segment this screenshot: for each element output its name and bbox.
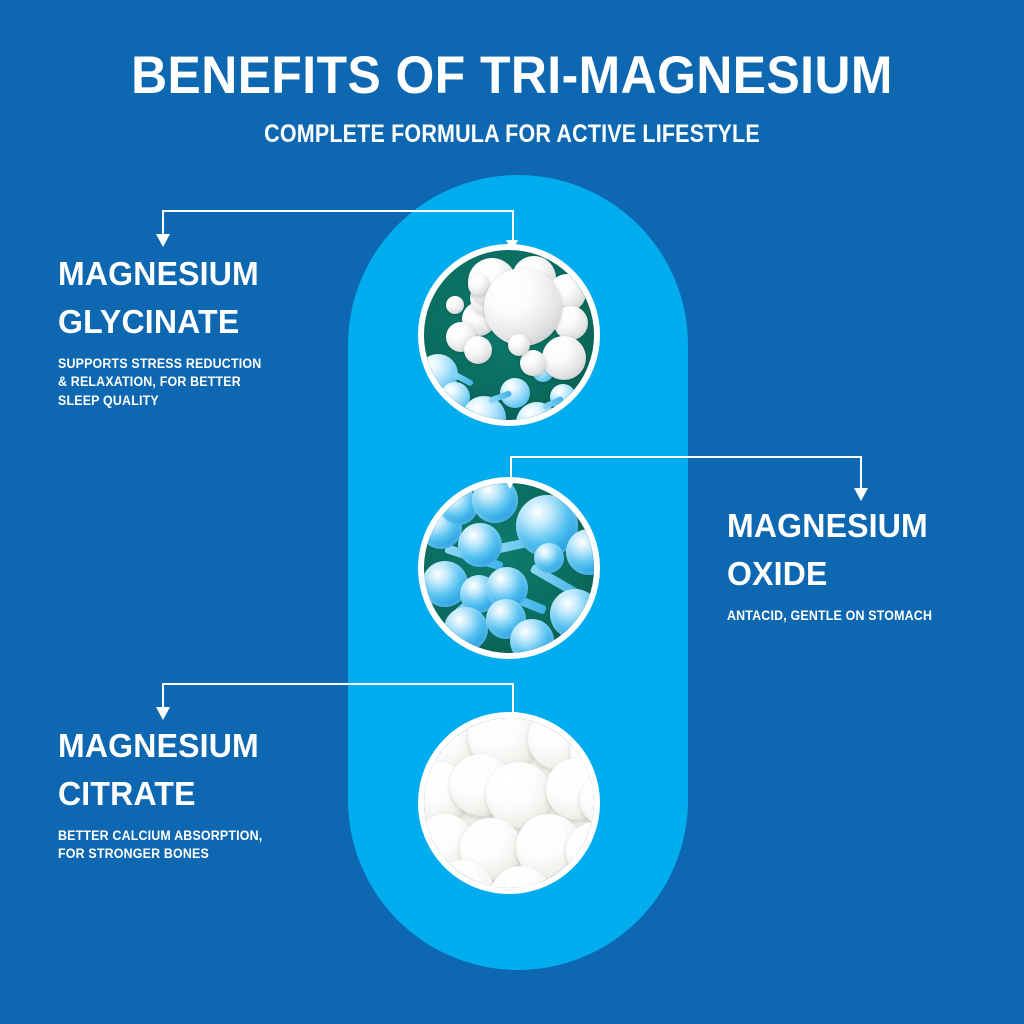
connector-horizontal [162,210,514,212]
arrow-down-icon [156,707,170,720]
connector-vertical-left [510,456,512,484]
arrow-down-icon [854,488,868,501]
ingredient-name-line2: GLYCINATE [58,302,240,340]
arrow-down-icon [506,712,518,723]
connector-vertical-left [162,210,164,238]
oxide-photo [424,483,594,653]
ingredient-description: SUPPORTS STRESS REDUCTION & RELAXATION, … [58,355,262,408]
callout-glycinate: MAGNESIUM GLYCINATE SUPPORTS STRESS REDU… [58,250,279,411]
ingredient-image-glycinate [418,244,600,426]
ingredient-name-line2: OXIDE [727,554,828,592]
ingredient-description: ANTACID, GENTLE ON STOMACH [727,607,933,623]
connector-vertical-right [512,210,514,248]
page-title: BENEFITS OF TRI-MAGNESIUM [131,46,893,105]
connector-horizontal [162,683,514,685]
page-subtitle: COMPLETE FORMULA FOR ACTIVE LIFESTYLE [264,120,760,148]
callout-oxide: MAGNESIUM OXIDE ANTACID, GENTLE ON STOMA… [727,502,950,625]
ingredient-name-line2: CITRATE [58,774,196,812]
callout-citrate: MAGNESIUM CITRATE BETTER CALCIUM ABSORPT… [58,722,280,864]
ingredient-name-line1: MAGNESIUM [58,255,259,292]
connector-horizontal [510,456,862,458]
ingredient-description: BETTER CALCIUM ABSORPTION, FOR STRONGER … [58,827,263,862]
connector-vertical-left [162,683,164,711]
ingredient-image-citrate [418,712,600,894]
arrow-down-icon [504,478,516,489]
connector-vertical-right [512,683,514,719]
connector-vertical-right [860,456,862,492]
ingredient-image-oxide [418,477,600,659]
arrow-down-icon [506,240,518,251]
ingredient-name-line1: MAGNESIUM [727,507,928,544]
citrate-photo [424,718,594,888]
ingredient-name-line1: MAGNESIUM [58,727,259,764]
glycinate-photo [424,250,594,420]
arrow-down-icon [156,234,170,247]
